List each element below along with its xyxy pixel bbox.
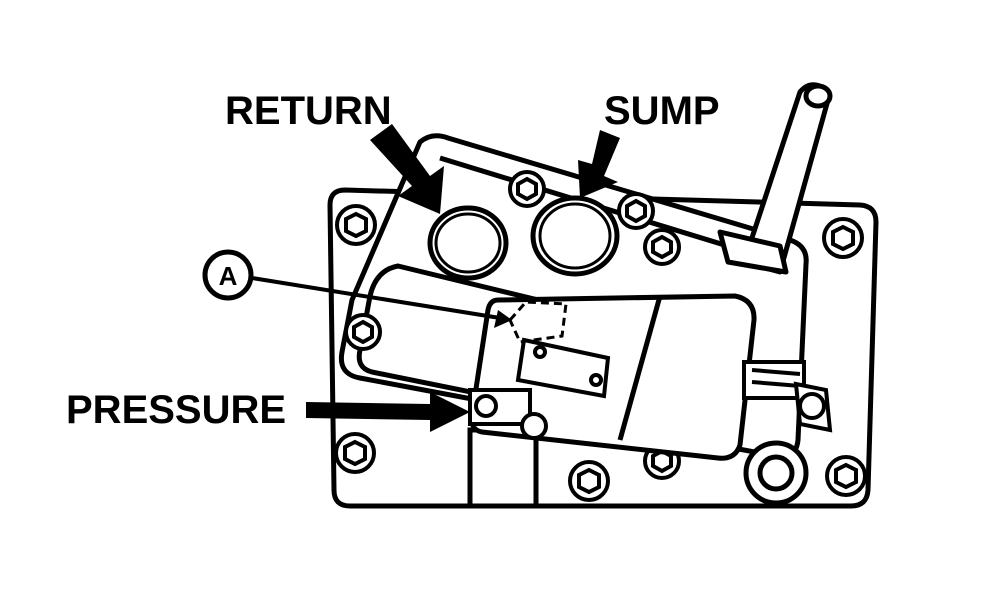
callout-a-leader: [251, 276, 512, 328]
support-block: [467, 427, 539, 509]
housing-bolts: [344, 170, 681, 480]
adjuster-knob: [743, 440, 809, 506]
return-arrow: [370, 124, 444, 214]
bolt-top-left: [335, 204, 377, 246]
nameplate: [515, 337, 611, 399]
bolt-top-right: [822, 217, 864, 259]
bolt-housing-2: [617, 192, 655, 230]
bolt-bottom-center: [568, 460, 610, 502]
callout-a: A: [202, 249, 254, 301]
pressure-arrow: [306, 392, 470, 432]
sump-arrow: [578, 130, 620, 198]
return-label: RETURN: [225, 89, 392, 133]
bolt-housing-1: [508, 170, 546, 208]
bolt-bottom-right: [825, 455, 867, 497]
base-plate-bolts: [334, 204, 867, 502]
pressure-fitting: [468, 388, 548, 440]
control-lever: [717, 82, 833, 275]
bolt-bottom-left: [334, 432, 376, 474]
spool-rod: [742, 360, 833, 433]
bolt-housing-4: [344, 313, 382, 351]
sump-label: SUMP: [604, 89, 720, 133]
return-port: [427, 205, 509, 281]
bolt-housing-3: [643, 228, 681, 266]
hidden-component: [508, 300, 568, 344]
sump-port: [530, 195, 620, 277]
callout-a-text: A: [219, 261, 238, 291]
valve-block: [469, 293, 757, 461]
pressure-label: PRESSURE: [66, 388, 286, 432]
